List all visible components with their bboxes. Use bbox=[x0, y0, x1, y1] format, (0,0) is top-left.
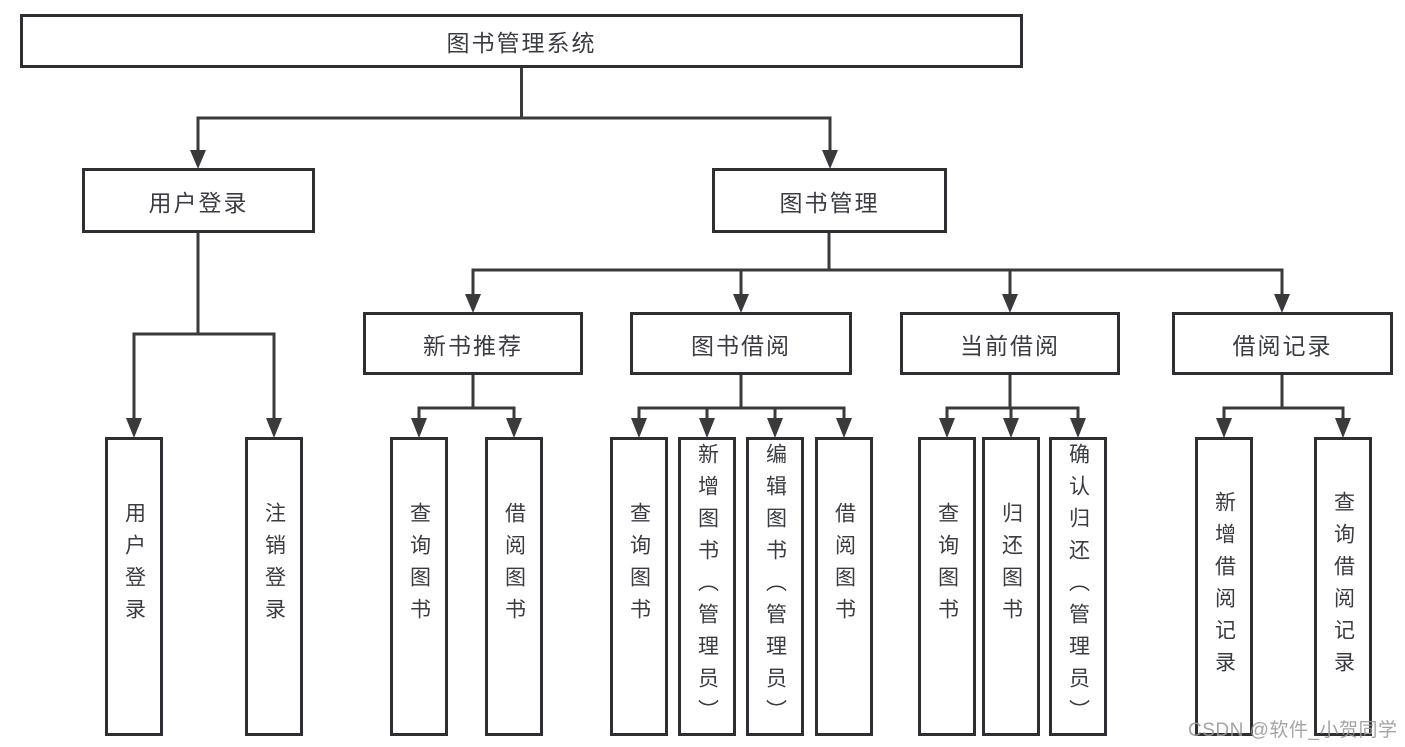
leaf-current-query-book-label: 查询图书 bbox=[935, 501, 959, 630]
node-user-login-label: 用户登录 bbox=[148, 189, 249, 216]
leaf-confirm-return-admin-label: 确认归还（管理员） bbox=[1066, 442, 1090, 731]
leaf-query-borrow-record-label: 查询借阅记录 bbox=[1331, 490, 1355, 683]
node-root: 图书管理系统 bbox=[20, 14, 1023, 68]
leaf-add-book-admin: 新增图书（管理员） bbox=[678, 437, 736, 736]
leaf-borrow-query-book: 查询图书 bbox=[610, 437, 668, 736]
leaf-confirm-return-admin: 确认归还（管理员） bbox=[1049, 437, 1107, 736]
leaf-current-query-book: 查询图书 bbox=[918, 437, 976, 736]
leaf-add-book-admin-label: 新增图书（管理员） bbox=[695, 442, 719, 731]
leaf-add-borrow-record: 新增借阅记录 bbox=[1195, 437, 1253, 736]
node-current-borrow: 当前借阅 bbox=[900, 312, 1120, 375]
csdn-watermark: CSDN @软件_小贺同学 bbox=[1188, 720, 1398, 741]
leaf-recommend-borrow-book-label: 借阅图书 bbox=[502, 501, 526, 630]
leaf-edit-book-admin: 编辑图书（管理员） bbox=[746, 437, 804, 736]
leaf-add-borrow-record-label: 新增借阅记录 bbox=[1212, 490, 1236, 683]
leaf-user-login-label: 用户登录 bbox=[122, 501, 146, 630]
leaf-edit-book-admin-label: 编辑图书（管理员） bbox=[763, 442, 787, 731]
leaf-borrow-query-book-label: 查询图书 bbox=[627, 501, 651, 630]
node-borrow-records-label: 借阅记录 bbox=[1232, 332, 1333, 359]
leaf-logout-label: 注销登录 bbox=[262, 501, 286, 630]
leaf-borrow-book: 借阅图书 bbox=[815, 437, 873, 736]
leaf-return-book-label: 归还图书 bbox=[999, 501, 1023, 630]
leaf-user-login: 用户登录 bbox=[105, 437, 163, 736]
node-borrow-records: 借阅记录 bbox=[1172, 312, 1393, 375]
leaf-logout: 注销登录 bbox=[245, 437, 303, 736]
node-book-borrow: 图书借阅 bbox=[630, 312, 852, 375]
node-root-label: 图书管理系统 bbox=[446, 30, 597, 56]
node-user-login: 用户登录 bbox=[82, 168, 315, 233]
leaf-borrow-book-label: 借阅图书 bbox=[832, 501, 856, 630]
leaf-query-borrow-record: 查询借阅记录 bbox=[1314, 437, 1372, 736]
leaf-recommend-query-book: 查询图书 bbox=[390, 437, 448, 736]
node-current-borrow-label: 当前借阅 bbox=[960, 332, 1060, 359]
leaf-recommend-borrow-book: 借阅图书 bbox=[485, 437, 543, 736]
node-new-book-recommend-label: 新书推荐 bbox=[423, 332, 523, 359]
leaf-recommend-query-book-label: 查询图书 bbox=[407, 501, 431, 630]
node-new-book-recommend: 新书推荐 bbox=[363, 312, 583, 375]
node-book-management-label: 图书管理 bbox=[779, 189, 880, 216]
leaf-return-book: 归还图书 bbox=[982, 437, 1040, 736]
node-book-management: 图书管理 bbox=[712, 168, 947, 233]
node-book-borrow-label: 图书借阅 bbox=[691, 332, 791, 359]
